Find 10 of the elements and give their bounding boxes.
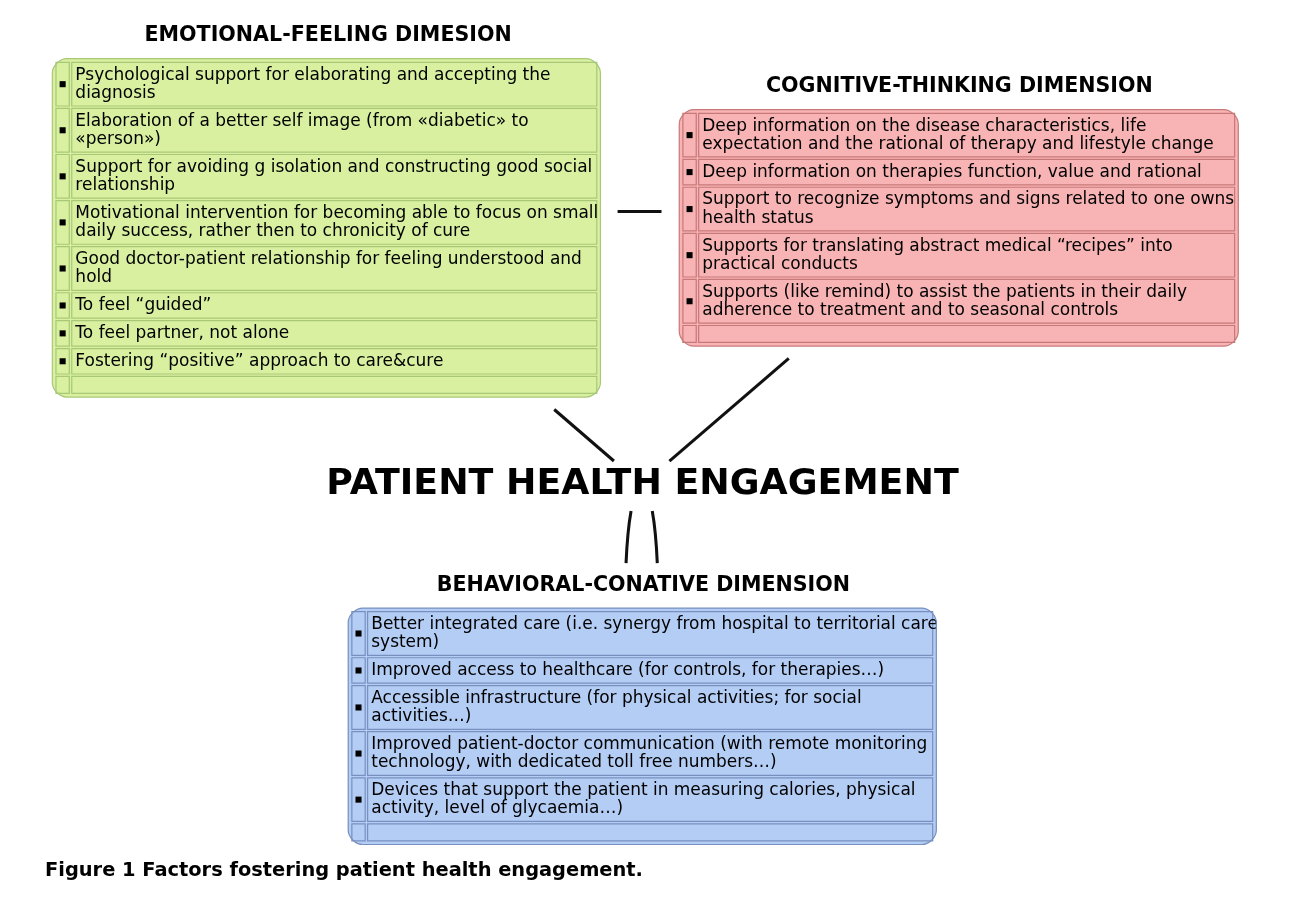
connector xyxy=(624,510,633,563)
node-text: PATIENT HEALTH ENGAGEMENT xyxy=(326,459,959,503)
connector xyxy=(553,407,615,462)
connector xyxy=(668,356,790,462)
node-label: COGNITIVE-THINKING DIMENSION xyxy=(765,72,1153,97)
connector xyxy=(650,510,659,563)
node-label: EMOTIONAL-FEELING DIMESION xyxy=(144,21,512,46)
node-label: BEHAVIORAL-CONATIVE DIMENSION xyxy=(436,571,851,596)
connector xyxy=(617,209,662,213)
caption: Figure 1 Factors fostering patient health engagement. xyxy=(45,857,643,881)
